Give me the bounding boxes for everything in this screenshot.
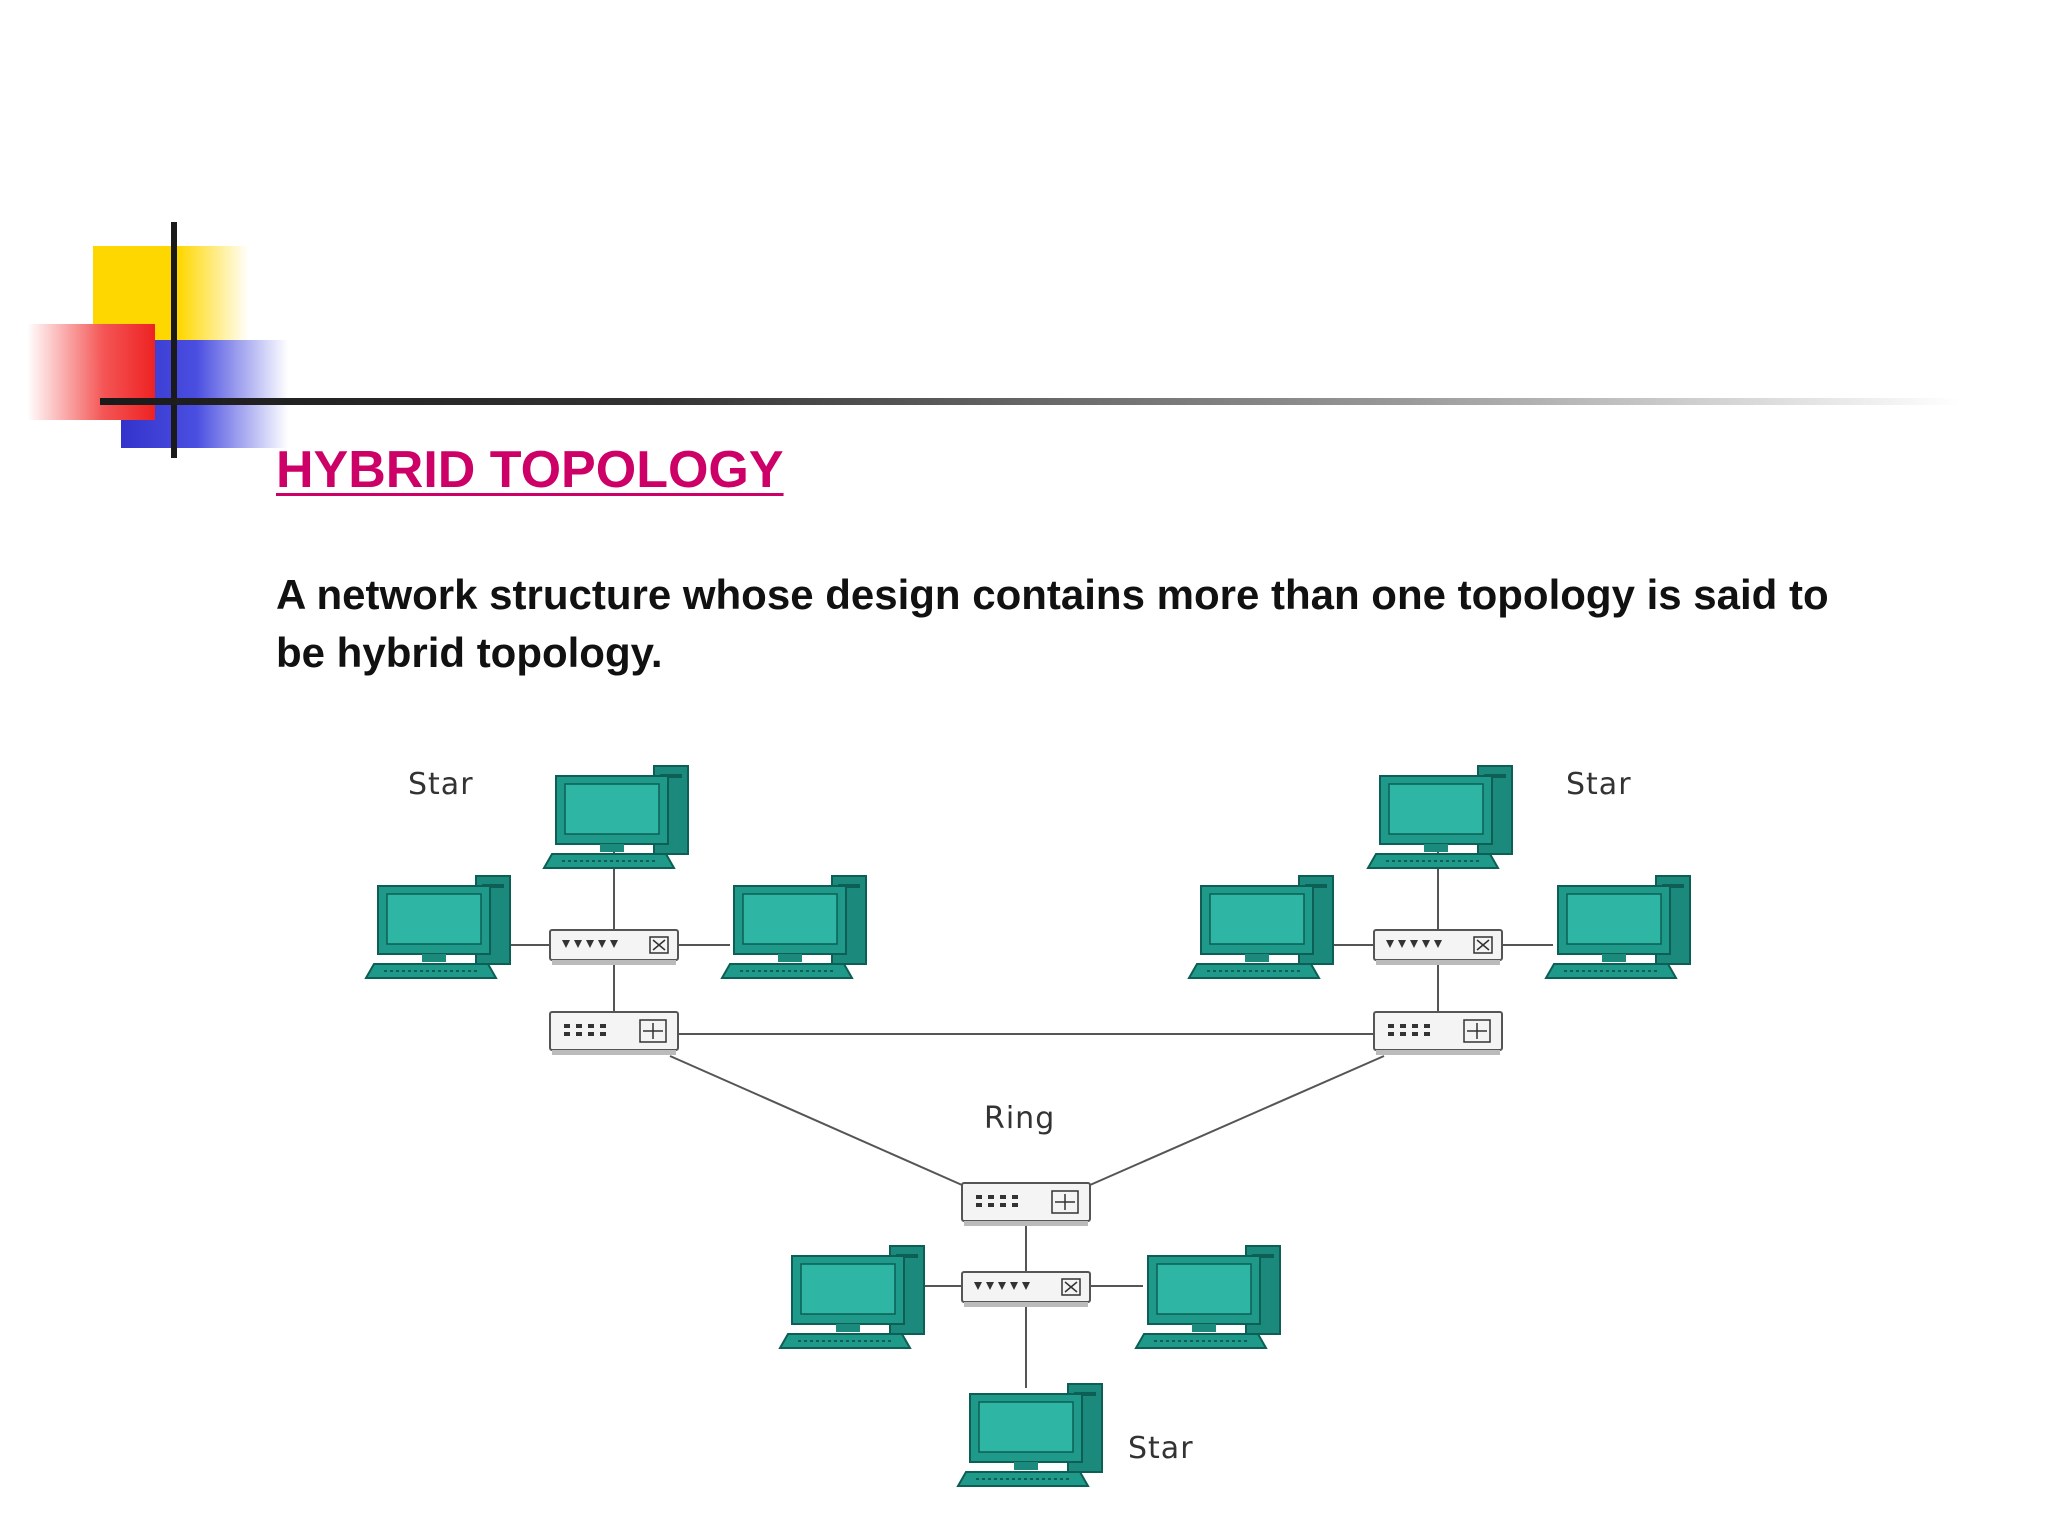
slide-body-text: A network structure whose design contain… [276,571,1829,676]
slide-title: HYBRID TOPOLOGY [276,441,784,499]
computer-icon [721,875,867,979]
switch-icon [961,1182,1091,1227]
hub-icon [549,929,679,966]
computer-icon [1545,875,1691,979]
computer-icon [957,1383,1103,1487]
label-star-right: Star [1566,767,1632,802]
switch-icon [1373,1011,1503,1056]
decor-vertical-bar [171,222,177,458]
label-star-left: Star [408,767,474,802]
computer-icon [543,765,689,869]
computer-icon [1367,765,1513,869]
computer-icon [779,1245,925,1349]
label-star-bottom: Star [1128,1431,1194,1466]
hub-icon [961,1271,1091,1308]
computer-icon [1188,875,1334,979]
decor-horizontal-rule [100,398,1960,405]
computer-icon [1135,1245,1281,1349]
switch-icon [549,1011,679,1056]
computer-icon [365,875,511,979]
hub-icon [1373,929,1503,966]
label-ring: Ring [984,1101,1055,1136]
